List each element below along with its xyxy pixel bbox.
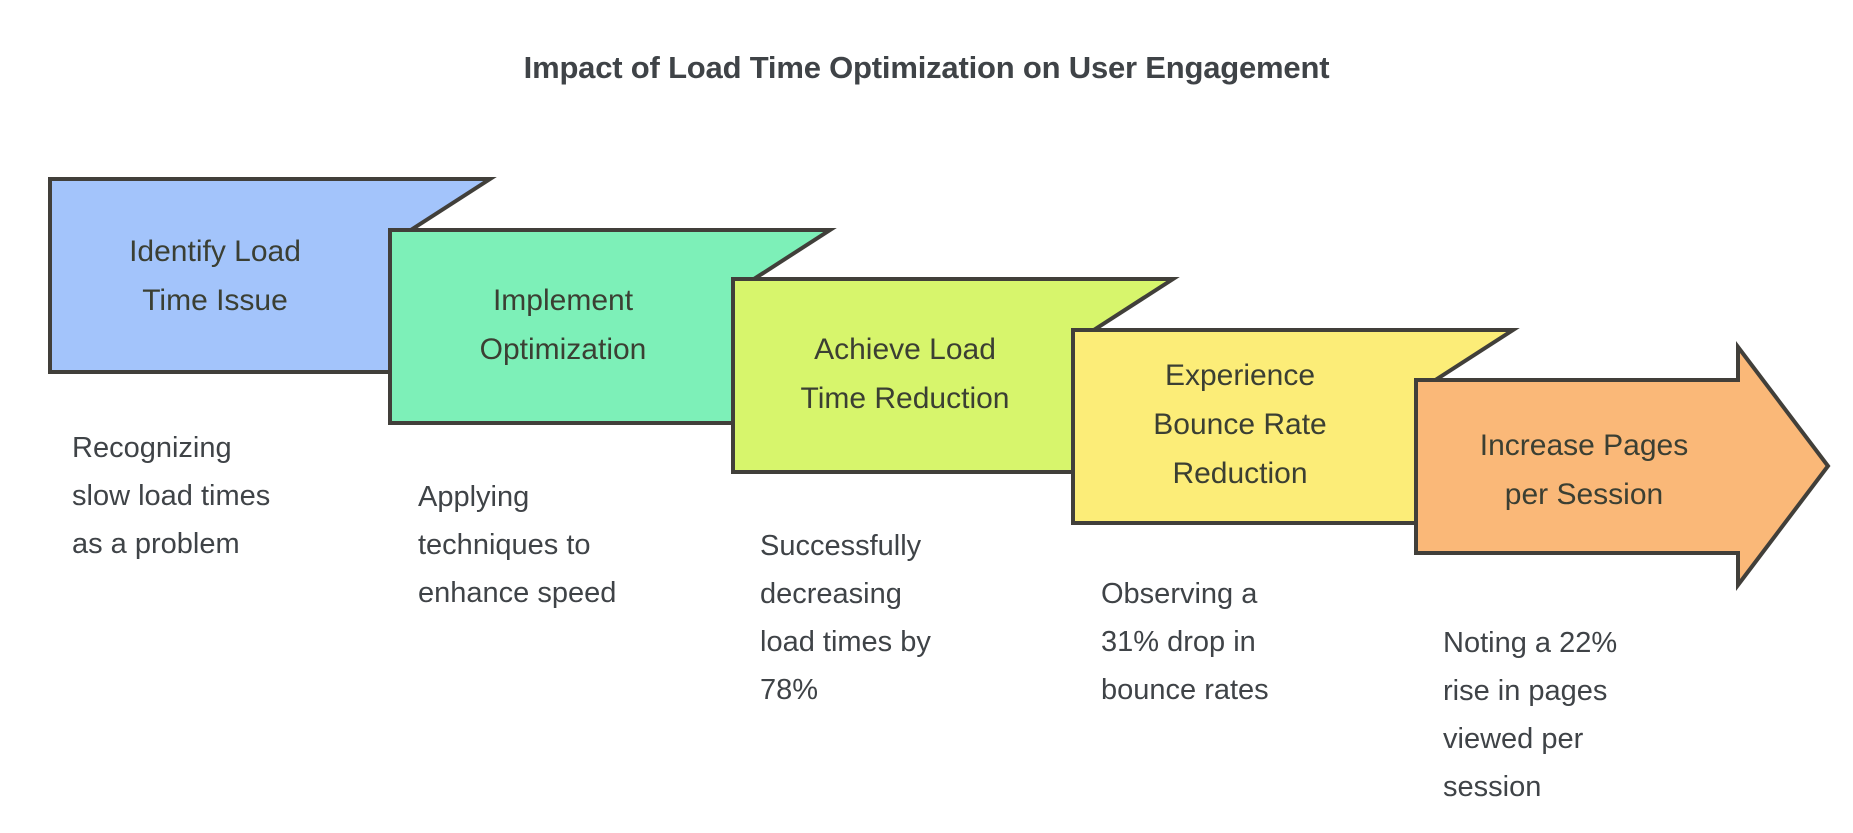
step-label-1-line1: Identify Load [129, 235, 301, 268]
step-caption-5: Noting a 22% rise in pages viewed per se… [1443, 627, 1618, 803]
step-label-4-line1: Experience [1165, 359, 1315, 392]
step-caption-4: Observing a 31% drop in bounce rates [1101, 578, 1269, 706]
step-label-4-line3: Reduction [1172, 457, 1307, 490]
step-caption-3: Successfully decreasing load times by 78… [760, 530, 931, 706]
step-label-5-line1: Increase Pages [1480, 429, 1688, 462]
step-label-3-line1: Achieve Load [814, 333, 996, 366]
step-label-4-line2: Bounce Rate [1153, 408, 1326, 441]
step-caption-2: Applying techniques to enhance speed [418, 481, 617, 609]
step-label-5-line2: per Session [1505, 478, 1663, 511]
step-label-2-line2: Optimization [480, 333, 647, 366]
page-title: Impact of Load Time Optimization on User… [523, 50, 1330, 85]
step-label-2-line1: Implement [493, 284, 634, 317]
step-caption-1: Recognizing slow load times as a problem [72, 432, 271, 560]
step-polygon-5-arrow[interactable] [1414, 341, 1831, 591]
step-shape-increase-pages-per-session[interactable]: Increase Pages per Session [1414, 341, 1831, 591]
step-shape-achieve-load-time-reduction[interactable]: Achieve Load Time Reduction [731, 277, 1180, 474]
step-label-3-line2: Time Reduction [801, 382, 1010, 415]
step-label-1-line2: Time Issue [142, 284, 288, 317]
step-shape-experience-bounce-rate-reduction[interactable]: Experience Bounce Rate Reduction [1071, 328, 1520, 525]
